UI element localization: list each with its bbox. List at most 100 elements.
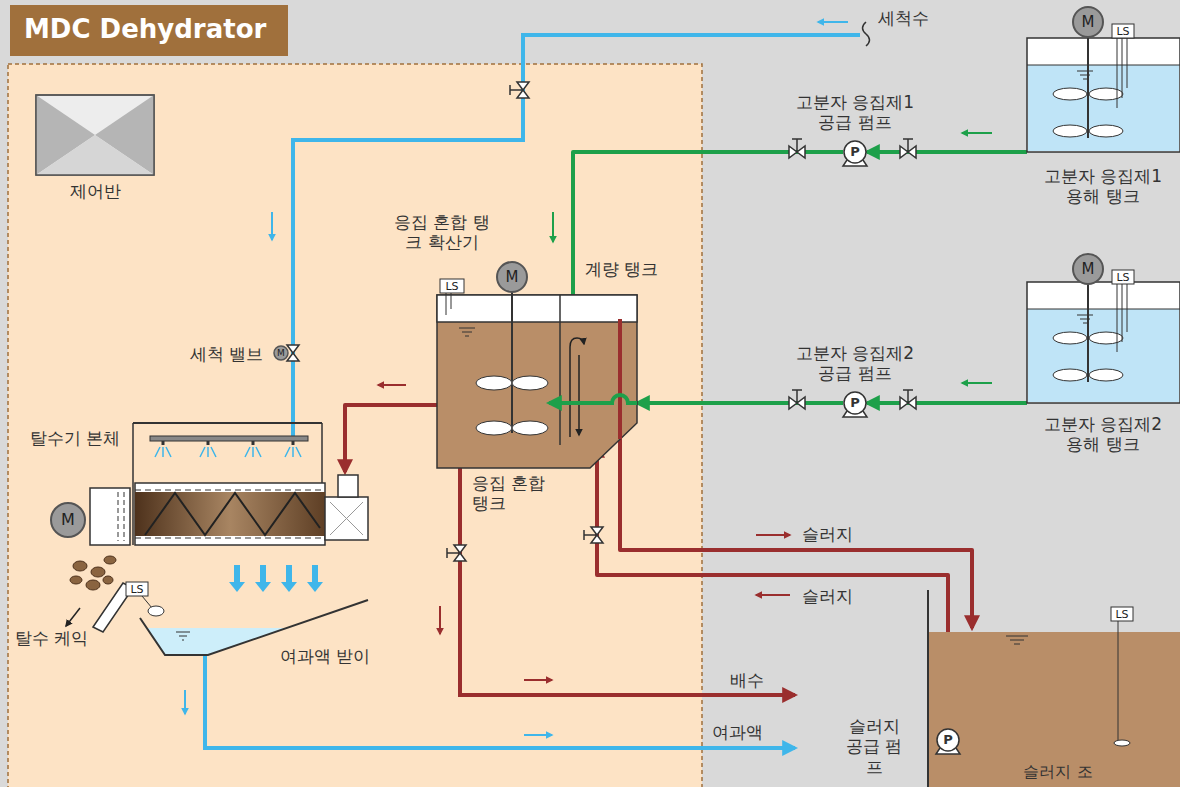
drawn-line bbox=[756, 594, 790, 596]
part-label: 세척수 bbox=[878, 8, 958, 28]
drawn-rect bbox=[437, 295, 637, 322]
drawn-path bbox=[135, 490, 325, 538]
drawn-line bbox=[133, 422, 322, 424]
drawn-circle bbox=[1073, 254, 1103, 284]
drawn-path bbox=[163, 441, 293, 445]
drawn-rect bbox=[36, 95, 154, 175]
drawn-ellipse bbox=[73, 561, 87, 571]
drawn-ellipse bbox=[148, 606, 164, 616]
pump: 고분자 응집제2 공급 펌프P bbox=[843, 391, 867, 415]
valve-stem bbox=[510, 85, 523, 95]
title-banner: MDC Dehydrator bbox=[10, 5, 288, 56]
node-label: 여과액 받이 bbox=[280, 646, 390, 666]
pipe-line bbox=[637, 401, 843, 405]
mixing-tank: 응집 혼합 탱크 bbox=[437, 295, 637, 468]
pump-letter: P bbox=[936, 728, 960, 752]
motor-letter: M bbox=[61, 512, 75, 528]
drawn-rect bbox=[1111, 607, 1133, 621]
pipe-connector bbox=[573, 152, 843, 319]
drawn-ellipse bbox=[1089, 332, 1123, 344]
drawn-circle bbox=[844, 392, 866, 414]
pipe-line bbox=[867, 401, 1027, 405]
drawn-line bbox=[439, 606, 441, 634]
drawn-polygon bbox=[36, 135, 154, 175]
part-label: 계량 탱크 bbox=[585, 259, 670, 279]
valve-stem bbox=[903, 139, 913, 152]
motor-letter: M bbox=[506, 270, 519, 285]
node-label: 고분자 응집제1 공급 펌프 bbox=[785, 92, 925, 133]
drawn-path bbox=[1006, 636, 1028, 644]
pump-letter: P bbox=[843, 391, 867, 415]
drawn-line bbox=[618, 319, 622, 439]
drawn-path bbox=[570, 338, 584, 437]
edge-label: 슬러지 bbox=[800, 586, 855, 606]
drawn-ellipse bbox=[1089, 88, 1123, 100]
pipe-line bbox=[867, 150, 1027, 154]
drawn-line bbox=[1118, 621, 1119, 740]
drawn-ellipse bbox=[512, 421, 548, 435]
drawn-rect bbox=[150, 436, 308, 441]
valve-symbol bbox=[287, 345, 299, 361]
polymer-tank: 고분자 응집제2 용해 탱크 bbox=[1027, 282, 1180, 404]
drawn-polygon bbox=[437, 295, 637, 468]
drawn-ellipse bbox=[104, 556, 116, 564]
drawn-line bbox=[524, 734, 552, 736]
level-switch-tag: LS bbox=[1116, 272, 1129, 283]
drawn-rect bbox=[135, 492, 325, 536]
drawn-circle bbox=[51, 503, 85, 537]
drawn-rect bbox=[126, 582, 148, 596]
drawn-path bbox=[330, 502, 363, 535]
drawn-circle bbox=[1073, 7, 1103, 37]
drawn-line bbox=[524, 679, 552, 681]
arrow-head bbox=[307, 582, 323, 592]
drawn-rect bbox=[1112, 270, 1134, 284]
drawn-ellipse bbox=[512, 376, 548, 390]
drawn-path bbox=[459, 328, 475, 336]
drawn-rect bbox=[8, 64, 702, 787]
node-label: 응집 혼합 탱크 bbox=[472, 473, 552, 514]
mixing-tank-shape bbox=[437, 295, 637, 468]
node-label: 고분자 응집제2 공급 펌프 bbox=[785, 343, 925, 384]
edge-label: 슬러지 bbox=[800, 524, 855, 544]
drawn-ellipse bbox=[1053, 88, 1087, 100]
pump: 슬러지 공급 펌프P bbox=[936, 728, 960, 752]
drawn-line bbox=[927, 590, 929, 787]
valve-stem bbox=[792, 139, 802, 152]
sludge-tank-shape bbox=[928, 590, 1180, 787]
drawn-path bbox=[176, 632, 190, 640]
filtrate-receiver: 여과액 받이 bbox=[140, 598, 368, 656]
drawn-line bbox=[1027, 309, 1180, 310]
drawn-ellipse bbox=[1053, 332, 1087, 344]
drawn-rect bbox=[1112, 24, 1134, 38]
pipe-connector bbox=[867, 152, 1027, 153]
drawn-ellipse bbox=[1089, 369, 1123, 381]
node-label: 슬러지 공급 펌프 bbox=[843, 716, 905, 777]
drawn-ellipse bbox=[476, 421, 512, 435]
node-label: 탈수기 본체 bbox=[30, 428, 128, 448]
motor-letter: M bbox=[1082, 262, 1095, 277]
drawn-rect bbox=[929, 632, 1180, 787]
drawn-rect bbox=[1028, 65, 1179, 151]
drawn-ellipse bbox=[103, 576, 113, 584]
drawn-rect bbox=[135, 483, 325, 545]
drawn-circle bbox=[844, 141, 866, 163]
dehydrator-body: 탈수기 본체 bbox=[130, 420, 330, 548]
pipe-connector bbox=[345, 405, 437, 472]
filtrate-drop bbox=[312, 565, 318, 583]
node-label: 고분자 응집제1 용해 탱크 bbox=[1043, 166, 1163, 207]
drawn-rect bbox=[325, 497, 368, 540]
drawn-path bbox=[1077, 315, 1093, 323]
drawn-circle bbox=[274, 346, 288, 360]
drawn-line bbox=[818, 21, 848, 23]
part-label: 여과액 bbox=[712, 722, 787, 742]
motor-letter: M bbox=[277, 349, 285, 358]
node-label: 고분자 응집제2 용해 탱크 bbox=[1043, 414, 1163, 455]
drawn-rect bbox=[440, 279, 464, 293]
pipe-line bbox=[345, 405, 437, 472]
drawn-rect bbox=[36, 95, 154, 175]
part-label: 탈수 케익 bbox=[15, 628, 110, 648]
drawn-path bbox=[118, 492, 124, 541]
valve-stem bbox=[903, 390, 913, 403]
drawn-line bbox=[511, 290, 513, 433]
valve-stem bbox=[584, 530, 597, 540]
